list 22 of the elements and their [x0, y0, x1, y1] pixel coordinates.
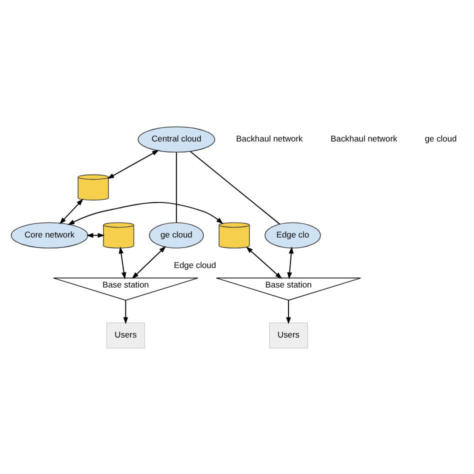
connector	[176, 151, 177, 223]
connector	[190, 150, 280, 224]
label: ge cloud	[424, 133, 457, 144]
arrow	[246, 246, 282, 278]
node-box: Users	[269, 322, 308, 348]
label: Backhaul network	[236, 133, 303, 144]
label: Backhaul network	[330, 133, 398, 144]
node-ellipse: Edge clo	[264, 222, 321, 248]
arrow	[132, 246, 166, 278]
node-ellipse: ge cloud	[149, 222, 204, 248]
arrow	[68, 201, 224, 224]
node-ellipse: Core network	[10, 222, 88, 248]
node-box: Users	[106, 322, 146, 348]
arrow	[59, 198, 84, 224]
arrow	[118, 246, 126, 279]
arrow	[286, 299, 291, 324]
node-ellipse: Central cloud	[138, 126, 216, 152]
arrow	[107, 149, 160, 178]
node-label: Edge cloud	[174, 260, 216, 270]
arrow	[123, 299, 128, 324]
arrow	[287, 246, 294, 279]
arrow	[86, 232, 105, 238]
